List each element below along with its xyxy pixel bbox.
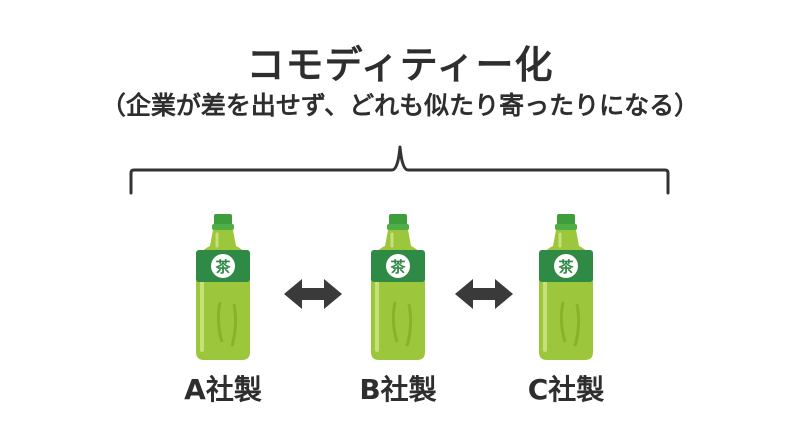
grouping-brace [129,145,670,195]
bottle-label-a: 茶 [215,258,231,276]
subtitle: （企業が差を出せず、どれも似たり寄ったりになる） [100,91,700,120]
company-label-c: C社製 [527,373,605,406]
company-label-b: B社製 [359,373,437,406]
tea-bottle-a-icon: 茶 [196,214,250,360]
tea-bottle-b-icon: 茶 [371,214,425,360]
double-arrow-ab-icon [284,279,342,309]
double-arrow-bc-icon [455,279,513,309]
bottle-label-c: 茶 [558,258,574,276]
tea-bottle-c-icon: 茶 [539,214,593,360]
title: コモディティー化 [246,43,554,87]
bottle-label-b: 茶 [390,258,406,276]
company-label-a: A社製 [184,373,262,406]
